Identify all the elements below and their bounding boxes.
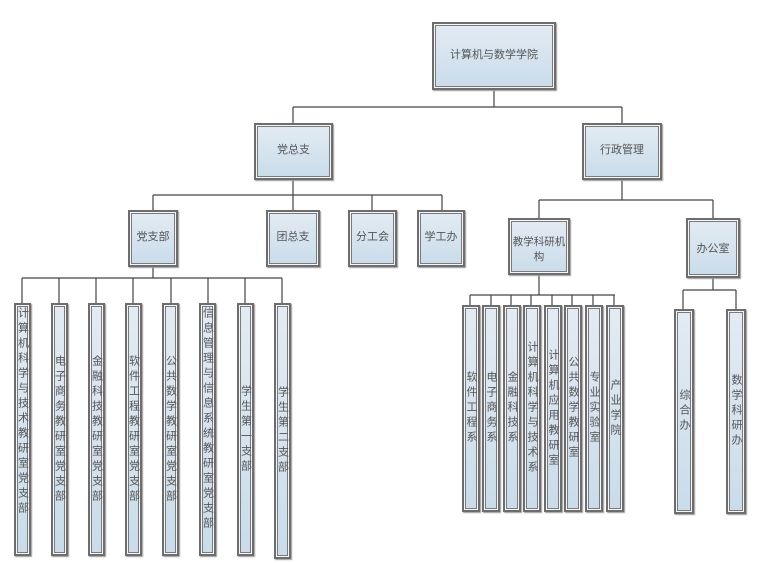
node-label: 团总支: [276, 230, 310, 243]
node-label: 党总支: [277, 143, 310, 156]
leaf-branch: 计算机科学与技术教研室党支部: [14, 303, 31, 556]
leaf-office: 综合办: [674, 309, 694, 514]
leaf-label: 综合办: [678, 389, 691, 434]
node-student-affairs: 学工办: [417, 210, 465, 267]
node-party: 党总支: [254, 123, 333, 180]
leaf-department: 公共数学教研室: [564, 305, 582, 512]
connector-teaching: [469, 275, 615, 305]
leaf-label: 电子商务教研室党支部: [53, 354, 67, 505]
connector-office: [682, 278, 737, 309]
leaf-label: 数学科研办: [730, 374, 743, 449]
node-label: 党支部: [136, 230, 170, 243]
leaf-label: 电子商务系: [485, 371, 498, 446]
connector-root: [292, 90, 623, 123]
node-root: 计算机与数学学院: [432, 22, 556, 90]
node-label: 教学科研机构: [512, 236, 566, 263]
leaf-branch: 金融科技教研室党支部: [88, 303, 105, 556]
leaf-label: 计算机科学与技术系: [526, 341, 539, 476]
leaf-office: 数学科研办: [726, 309, 746, 514]
leaf-department: 计算机科学与技术系: [523, 305, 541, 512]
connector-branches: [21, 267, 283, 303]
leaf-branch: 学生第一支部: [237, 303, 254, 556]
leaf-label: 金融科技教研室党支部: [90, 354, 104, 505]
leaf-label: 学生第一支部: [239, 384, 253, 475]
node-label: 行政管理: [600, 143, 644, 156]
node-office: 办公室: [686, 218, 740, 278]
leaf-branch: 电子商务教研室党支部: [51, 303, 68, 556]
leaf-label: 信息管理与信息系统教研室党支部: [201, 307, 215, 532]
leaf-branch: 软件工程教研室党支部: [125, 303, 142, 556]
leaf-department: 金融科技系: [503, 305, 521, 512]
node-admin: 行政管理: [582, 123, 662, 180]
connector-admin: [538, 180, 714, 218]
node-label: 办公室: [696, 242, 730, 255]
leaf-label: 软件工程系: [465, 371, 478, 446]
connector-party: [152, 180, 443, 210]
node-party-branch: 党支部: [128, 210, 178, 267]
leaf-label: 软件工程教研室党支部: [127, 354, 141, 505]
leaf-department: 电子商务系: [482, 305, 500, 512]
node-label: 学工办: [424, 230, 458, 243]
leaf-department: 计算机应用教研室: [544, 305, 562, 512]
leaf-department: 产业学院: [606, 305, 624, 512]
leaf-label: 金融科技系: [506, 371, 519, 446]
leaf-label: 计算机科学与技术教研室党支部: [16, 307, 30, 517]
node-label: 计算机与数学学院: [450, 48, 538, 61]
leaf-department: 专业实验室: [585, 305, 603, 512]
node-youth-league: 团总支: [266, 210, 320, 267]
leaf-label: 学生第二支部: [276, 386, 290, 476]
leaf-label: 公共数学教研室: [567, 356, 580, 461]
node-trade-union: 分工会: [348, 210, 397, 267]
leaf-branch: 学生第二支部: [274, 303, 291, 559]
leaf-department: 软件工程系: [462, 305, 480, 512]
leaf-label: 公共数学教研室党支部: [164, 354, 178, 505]
leaf-branch: 信息管理与信息系统教研室党支部: [199, 303, 216, 556]
leaf-branch: 公共数学教研室党支部: [162, 303, 179, 556]
leaf-label: 专业实验室: [588, 371, 601, 446]
node-label: 分工会: [356, 230, 389, 243]
leaf-label: 计算机应用教研室: [547, 348, 560, 469]
leaf-label: 产业学院: [609, 378, 622, 439]
node-teaching-research: 教学科研机构: [508, 218, 570, 275]
